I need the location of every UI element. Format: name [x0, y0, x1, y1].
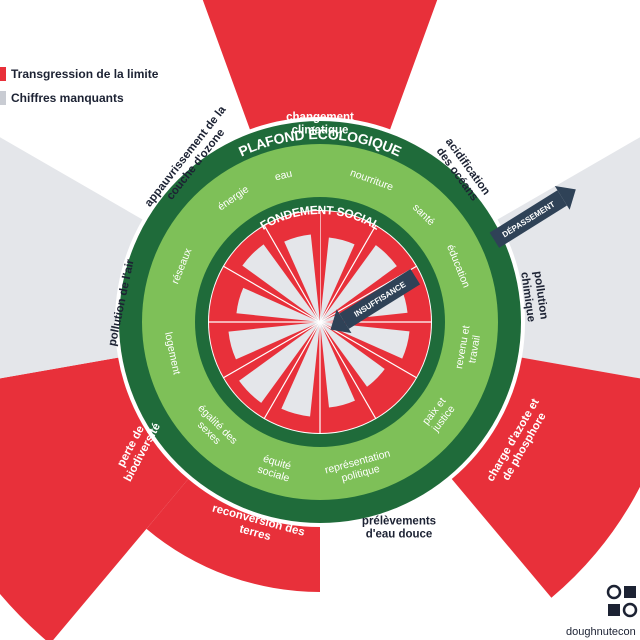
- shortfall-missing-9: [236, 287, 320, 322]
- shortfall-missing-10: [242, 244, 320, 322]
- legend-item-overshoot: Transgression de la limite: [0, 62, 158, 86]
- shortfall-divider-1: [319, 224, 377, 323]
- shortfall-missing-8: [228, 322, 320, 360]
- shortfall-missing-11: [284, 234, 320, 322]
- svg-text:changement: changement: [286, 112, 354, 124]
- boundary-wedge-5: [146, 479, 320, 592]
- legend-label-missing: Chiffres manquants: [11, 91, 124, 105]
- boundary-wedge-3: [451, 357, 640, 598]
- boundary-wedge-6: [0, 357, 189, 640]
- shortfall-divider-10: [222, 265, 321, 323]
- shortfall-missing-5: [320, 322, 355, 408]
- social-label-0: eau: [274, 168, 294, 184]
- boundary-wedge-0: [202, 0, 438, 130]
- shortfall-divider-11: [263, 224, 321, 323]
- overshoot-swatch: [0, 67, 6, 81]
- doughnut-economics-logo: doughnutecon: [566, 584, 640, 640]
- svg-text:climatique: climatique: [292, 125, 349, 137]
- legend: Transgression de la limite Chiffres manq…: [0, 62, 158, 110]
- shortfall-divider-7: [263, 321, 321, 420]
- shortfall-missing-4: [320, 322, 385, 387]
- svg-text:prélèvements: prélèvements: [362, 516, 436, 528]
- site-name: doughnutecon: [566, 626, 636, 638]
- shortfall-divider-5: [319, 321, 377, 420]
- shortfall-missing-0: [320, 237, 355, 322]
- shortfall-wedge-9: [209, 266, 320, 322]
- missing-swatch: [0, 91, 6, 105]
- shortfall-arrow-body: [339, 269, 421, 329]
- shortfall-missing-6: [281, 322, 320, 417]
- overshoot-arrow-body: [489, 190, 567, 248]
- overshoot-arrow-head: [554, 185, 576, 210]
- shortfall-missing-7: [239, 322, 320, 403]
- svg-text:eau: eau: [274, 168, 294, 184]
- shortfall-arrow-head: [330, 309, 352, 334]
- svg-text:travail: travail: [466, 334, 483, 364]
- shortfall-divider-4: [319, 321, 418, 379]
- legend-item-missing: Chiffres manquants: [0, 86, 158, 110]
- boundary-wedge-2: [497, 137, 640, 379]
- svg-text:d'eau douce: d'eau douce: [366, 529, 433, 541]
- shortfall-divider-8: [222, 321, 321, 379]
- boundary-wedge-7: [0, 137, 143, 379]
- shortfall-missing-1: [320, 245, 397, 322]
- legend-label-overshoot: Transgression de la limite: [11, 67, 159, 81]
- logo-mark-icon: [606, 584, 638, 618]
